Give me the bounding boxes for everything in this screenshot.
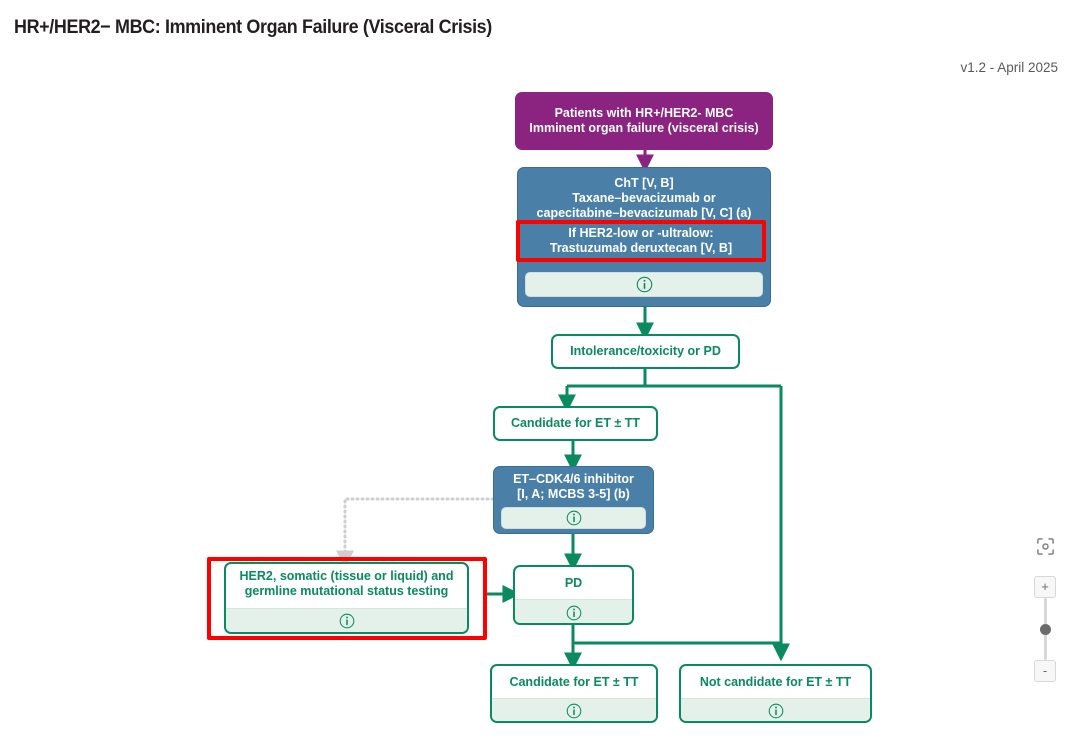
node-candidate-et-tt-lower-label: Candidate for ET ± TT [509, 674, 639, 689]
node-her2-testing-line-2: germline mutational status testing [244, 583, 449, 598]
node-intolerance-label: Intolerance/toxicity or PD [570, 344, 721, 359]
node-her2-low-overlay-line-1: If HER2-low or -ultralow: [568, 226, 714, 241]
node-cht-line-3: capecitabine–bevacizumab [V, C] (a) [536, 205, 752, 220]
connector-cdk46-to-her2-testing-dotted [336, 497, 495, 569]
info-circle-icon[interactable] [566, 703, 582, 719]
zoom-slider[interactable] [1039, 598, 1051, 660]
node-candidate-et-tt-upper-label: Candidate for ET ± TT [510, 416, 641, 431]
node-not-candidate-et-tt[interactable]: Not candidate for ET ± TT [679, 664, 872, 723]
node-et-cdk46-line-2: [I, A; MCBS 3-5] (b) [517, 486, 630, 501]
node-her2-low-overlay-line-2: Trastuzumab deruxtecan [V, B] [549, 241, 733, 255]
zoom-out-button[interactable]: - [1034, 660, 1056, 682]
connector-intolerance-split [567, 369, 781, 388]
zoom-in-button[interactable]: + [1034, 576, 1056, 598]
node-cht-line-1: ChT [V, B] [614, 176, 674, 190]
node-cht-info-strip[interactable] [525, 272, 763, 297]
page-title: HR+/HER2− MBC: Imminent Organ Failure (V… [14, 16, 492, 38]
node-patients-line-1: Patients with HR+/HER2- MBC [554, 106, 734, 121]
info-circle-icon[interactable] [339, 613, 355, 629]
node-pd-info-strip[interactable] [515, 599, 632, 623]
node-et-cdk46-info-strip[interactable] [501, 507, 646, 529]
zoom-controls[interactable]: + - [1032, 533, 1058, 682]
node-not-candidate-et-tt-info-strip[interactable] [681, 698, 870, 721]
node-her2-testing-info-strip[interactable] [226, 608, 467, 632]
info-circle-icon[interactable] [768, 703, 784, 719]
version-label: v1.2 - April 2025 [960, 60, 1058, 75]
node-not-candidate-et-tt-label: Not candidate for ET ± TT [699, 674, 852, 689]
fit-view-icon [1036, 537, 1054, 555]
node-candidate-et-tt-upper[interactable]: Candidate for ET ± TT [493, 406, 658, 441]
node-et-cdk46-inhibitor[interactable]: ET–CDK4/6 inhibitor [I, A; MCBS 3-5] (b) [493, 466, 654, 534]
info-circle-icon[interactable] [566, 510, 582, 526]
node-intolerance[interactable]: Intolerance/toxicity or PD [551, 334, 740, 369]
fit-view-button[interactable] [1032, 533, 1058, 559]
node-her2-testing[interactable]: HER2, somatic (tissue or liquid) and ger… [224, 562, 469, 634]
node-candidate-et-tt-lower[interactable]: Candidate for ET ± TT [490, 664, 658, 723]
zoom-slider-handle[interactable] [1039, 624, 1051, 635]
node-patients-line-2: Imminent organ failure (visceral crisis) [529, 121, 759, 135]
node-candidate-et-tt-lower-info-strip[interactable] [492, 698, 656, 721]
node-pd-label: PD [564, 575, 583, 590]
highlight-her2-testing [207, 557, 487, 640]
node-cht-line-2: Taxane–bevacizumab or [572, 190, 716, 205]
node-pd[interactable]: PD [513, 565, 634, 625]
connector-pd-split [571, 625, 781, 645]
node-her2-testing-line-1: HER2, somatic (tissue or liquid) and [239, 569, 454, 583]
node-patients[interactable]: Patients with HR+/HER2- MBC Imminent org… [515, 92, 773, 150]
node-her2-low-overlay[interactable]: If HER2-low or -ultralow: Trastuzumab de… [516, 220, 766, 262]
info-circle-icon[interactable] [566, 605, 582, 621]
info-circle-icon[interactable] [636, 276, 653, 293]
node-et-cdk46-line-1: ET–CDK4/6 inhibitor [513, 472, 634, 486]
